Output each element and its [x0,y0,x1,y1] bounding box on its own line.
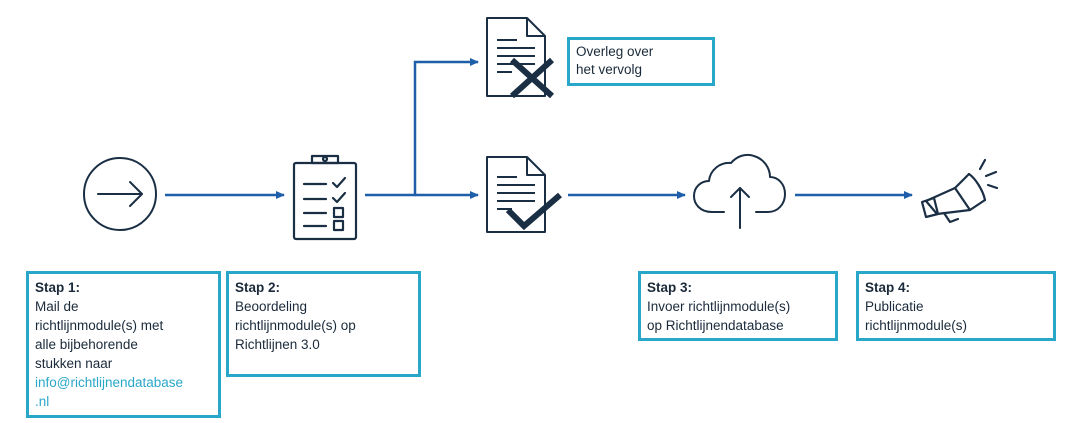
step-3-box: Stap 3: Invoer richtlijnmodule(s) op Ric… [638,271,838,341]
step-title: Stap 3: [647,280,693,295]
clipboard-checklist-icon [292,154,358,241]
step-text-line: alle bijbehorende [35,337,138,352]
step-text-line: Publicatie [865,299,924,314]
note-text-line: Overleg over [576,44,654,59]
email-link-continued[interactable]: .nl [35,394,50,409]
step-text-line: richtlijnmodule(s) met [35,318,164,333]
connectors [165,58,913,199]
step-title: Stap 4: [865,280,911,295]
step-text-line: Beoordeling [235,299,308,314]
step-text-line: Richtlijnen 3.0 [235,337,320,352]
step-1-box: Stap 1: Mail de richtlijnmodule(s) met a… [26,271,221,418]
step-4-box: Stap 4: Publicatie richtlijnmodule(s) [856,271,1056,341]
step-text-line: richtlijnmodule(s) op [235,318,356,333]
step-text-line: stukken naar [35,356,113,371]
branch-line [365,58,479,197]
step-title: Stap 1: [35,280,81,295]
note-text-line: het vervolg [576,62,643,77]
step-text-line: richtlijnmodule(s) [865,318,968,333]
step-2-box: Stap 2: Beoordeling richtlijnmodule(s) o… [226,271,421,377]
arrow-circle-icon [83,157,157,231]
document-check-icon [486,156,562,233]
email-link[interactable]: info@richtlijnendatabase [35,375,184,390]
cloud-upload-icon [693,153,786,229]
megaphone-icon [920,158,999,224]
step-text-line: op Richtlijnendatabase [647,318,784,333]
step-title: Stap 2: [235,280,281,295]
step-text-line: Invoer richtlijnmodule(s) [647,299,791,314]
step-text-line: Mail de [35,299,79,314]
rejected-note-box: Overleg over het vervolg [567,37,715,86]
document-cross-icon [486,17,555,99]
